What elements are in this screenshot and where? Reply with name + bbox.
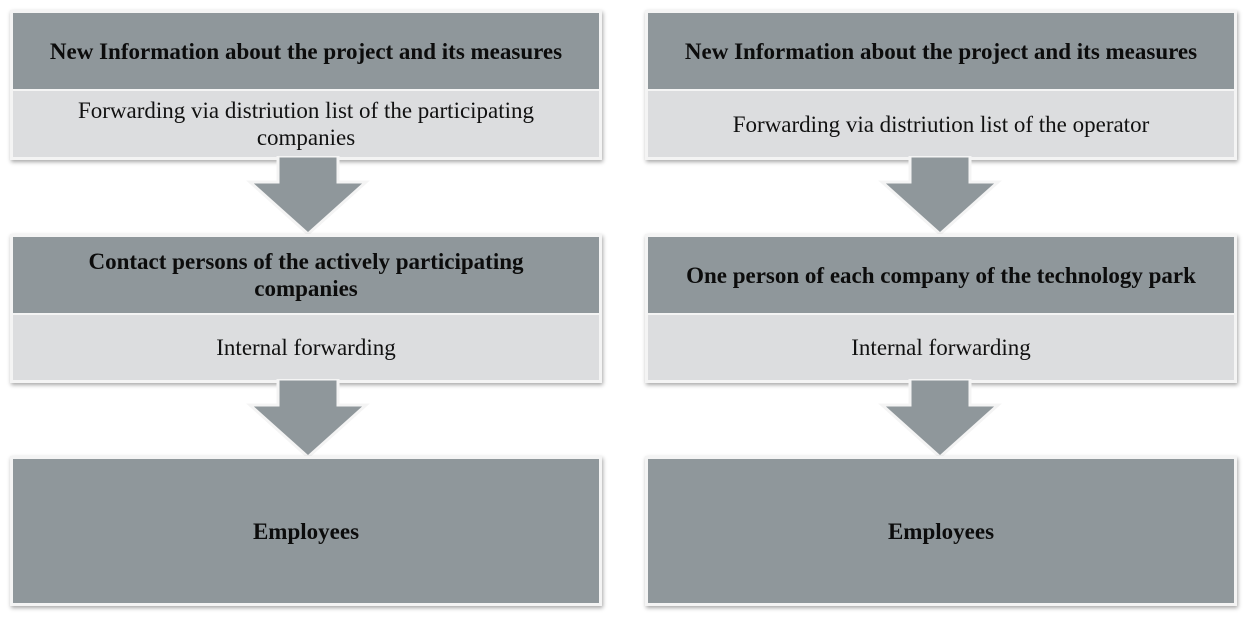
right-step3-title: Employees <box>648 459 1234 603</box>
left-step3-box: Employees <box>10 456 602 606</box>
down-arrow-icon <box>246 156 370 236</box>
right-step2-detail: Internal forwarding <box>648 313 1234 380</box>
right-flow: New Information about the project and it… <box>645 0 1245 618</box>
left-step2-box: Contact persons of the actively particip… <box>10 234 602 383</box>
left-step3-title: Employees <box>13 459 599 603</box>
right-step3-box: Employees <box>645 456 1237 606</box>
down-arrow-icon <box>246 379 370 459</box>
right-step1-detail: Forwarding via distriution list of the o… <box>648 89 1234 157</box>
right-step2-title: One person of each company of the techno… <box>648 237 1234 313</box>
left-step2-title: Contact persons of the actively particip… <box>13 237 599 313</box>
right-step2-box: One person of each company of the techno… <box>645 234 1237 383</box>
down-arrow-icon <box>878 379 1002 459</box>
left-flow: New Information about the project and it… <box>10 0 610 618</box>
right-step1-box: New Information about the project and it… <box>645 10 1237 160</box>
down-arrow-icon <box>878 156 1002 236</box>
left-step1-detail: Forwarding via distriution list of the p… <box>13 89 599 157</box>
left-step1-title: New Information about the project and it… <box>13 13 599 89</box>
left-step1-box: New Information about the project and it… <box>10 10 602 160</box>
right-step1-title: New Information about the project and it… <box>648 13 1234 89</box>
left-step2-detail: Internal forwarding <box>13 313 599 380</box>
